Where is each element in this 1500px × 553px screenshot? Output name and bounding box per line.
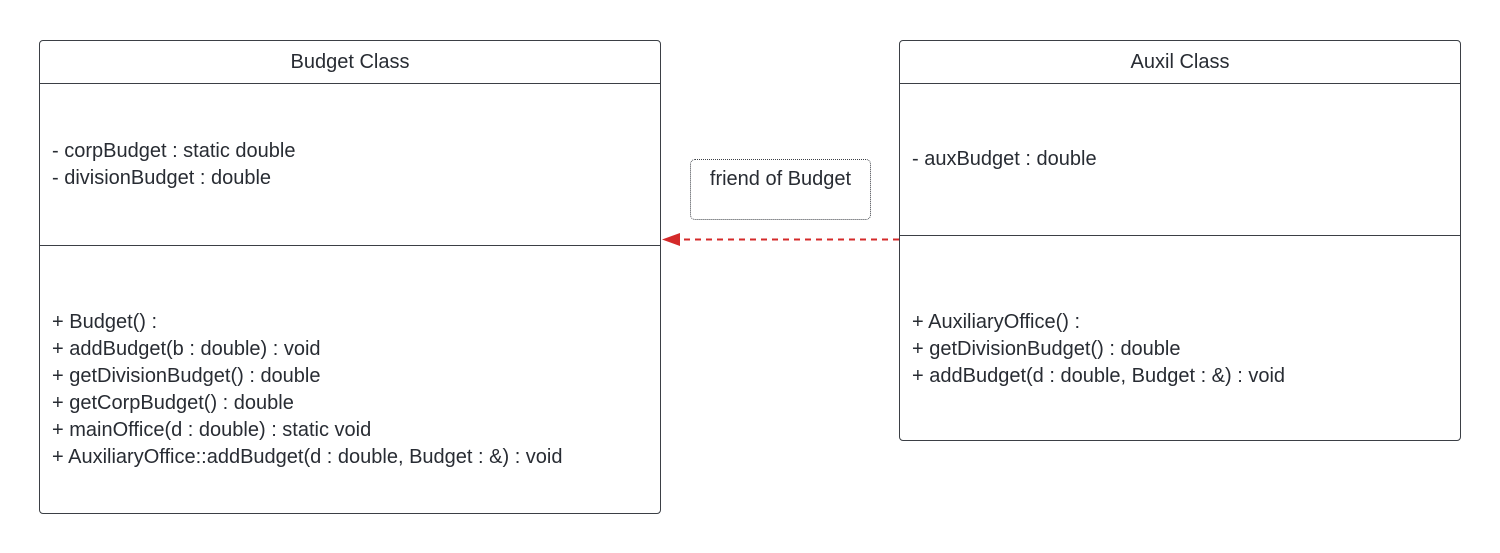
auxil-class-box[interactable]: Auxil Class - auxBudget : double + Auxil… — [899, 40, 1461, 441]
auxil-method: + getDivisionBudget() : double — [912, 337, 1181, 360]
budget-attribute: - divisionBudget : double — [52, 166, 272, 189]
arrowhead-icon — [662, 233, 680, 246]
auxil-class-title: Auxil Class — [900, 41, 1460, 84]
budget-attribute: - corpBudget : static double — [52, 139, 296, 162]
budget-method: + addBudget(b : double) : void — [52, 337, 321, 360]
auxil-method: + AuxiliaryOffice() : — [912, 310, 1081, 333]
budget-attributes-section: - corpBudget : static double - divisionB… — [40, 84, 660, 246]
budget-class-title: Budget Class — [40, 41, 660, 84]
friend-relationship-note[interactable]: friend of Budget — [690, 159, 871, 220]
budget-method: + getDivisionBudget() : double — [52, 364, 321, 387]
auxil-method: + addBudget(d : double, Budget : &) : vo… — [912, 364, 1286, 387]
budget-method: + getCorpBudget() : double — [52, 391, 294, 414]
budget-method: + Budget() : — [52, 310, 158, 333]
auxil-attributes-section: - auxBudget : double — [900, 84, 1460, 236]
budget-method: + AuxiliaryOffice::addBudget(d : double,… — [52, 445, 563, 468]
budget-class-box[interactable]: Budget Class - corpBudget : static doubl… — [39, 40, 661, 514]
budget-methods-section: + Budget() : + addBudget(b : double) : v… — [40, 246, 660, 513]
auxil-methods-section: + AuxiliaryOffice() : + getDivisionBudge… — [900, 236, 1460, 440]
friend-note-label: friend of Budget — [709, 168, 852, 190]
auxil-attribute: - auxBudget : double — [912, 148, 1097, 170]
budget-method: + mainOffice(d : double) : static void — [52, 418, 372, 441]
